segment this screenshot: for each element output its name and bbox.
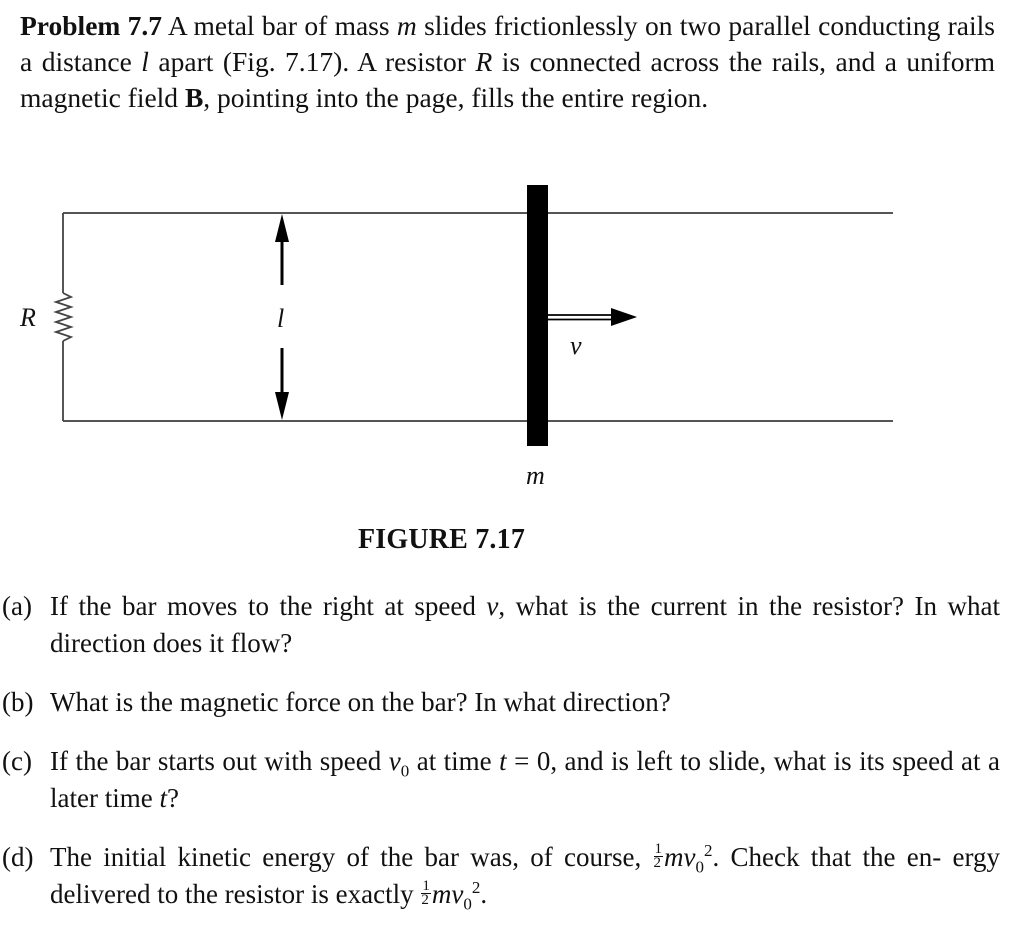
part-tag: (d)	[2, 842, 34, 872]
var-l: l	[141, 46, 149, 77]
label-l: l	[277, 304, 285, 333]
problem-text: , pointing into the page, fills the enti…	[203, 82, 709, 113]
fraction-numerator: 1	[653, 841, 663, 858]
resistor-icon	[53, 213, 74, 421]
velocity-arrow-icon	[548, 308, 637, 326]
subscript-0: 0	[695, 857, 704, 877]
part-a: (a) If the bar moves to the right at spe…	[0, 588, 1000, 662]
var-v: v	[683, 842, 696, 872]
superscript-2: 2	[703, 841, 713, 860]
problem-text: apart (Fig. 7.17). A resistor	[148, 46, 476, 77]
fraction-numerator: 1	[421, 878, 431, 895]
problem-label: Problem 7.7	[20, 10, 163, 41]
var-v: v	[486, 591, 499, 621]
figure-7-17: R l v m	[0, 170, 1024, 510]
label-m: m	[526, 461, 545, 490]
problem-statement: Problem 7.7 A metal bar of mass m slides…	[20, 8, 995, 116]
var-m: m	[396, 10, 417, 41]
circuit-diagram	[53, 185, 893, 446]
part-text: What is the magnetic force on the bar? I…	[50, 687, 671, 717]
label-v: v	[570, 331, 582, 360]
var-R: R	[475, 46, 493, 77]
part-tag: (b)	[2, 687, 34, 717]
var-v: v	[388, 746, 401, 776]
part-text: If the bar starts out with speed	[50, 746, 389, 776]
var-m: m	[664, 842, 684, 872]
part-tag: (a)	[2, 591, 32, 621]
part-c: (c) If the bar starts out with speed v0 …	[0, 743, 1000, 817]
part-text: If the bar moves to the right at speed	[50, 591, 487, 621]
part-b: (b) What is the magnetic force on the ba…	[0, 684, 1000, 721]
label-R: R	[20, 303, 36, 332]
separation-arrow-icon	[275, 214, 289, 420]
var-m: m	[431, 879, 452, 909]
figure-caption: FIGURE 7.17	[357, 524, 526, 555]
problem-text: A metal bar of mass	[162, 10, 397, 41]
part-text: = 0, and is left to slide, what is its s…	[50, 746, 1000, 813]
metal-bar	[527, 185, 548, 446]
subscript-0: 0	[463, 894, 472, 914]
var-B: B	[184, 82, 204, 113]
problem-text: slides frictionlessly on two parallel co…	[20, 10, 995, 77]
subscript-0: 0	[400, 761, 410, 781]
sub-questions: (a) If the bar moves to the right at spe…	[0, 588, 1000, 935]
var-t: t	[159, 783, 167, 813]
part-text: .	[480, 879, 488, 909]
part-tag: (c)	[2, 746, 32, 776]
part-text: . Check that the en- ergy delivered to t…	[50, 842, 1000, 909]
var-v: v	[451, 879, 464, 909]
part-text: at time	[409, 746, 500, 776]
part-text: , what is the current in the resistor? I…	[50, 591, 1000, 658]
problem-text: is connected across the rails, and a uni…	[20, 46, 995, 113]
superscript-2: 2	[471, 878, 481, 897]
part-text: The initial kinetic energy of the bar wa…	[50, 842, 653, 872]
part-d: (d) The initial kinetic energy of the ba…	[0, 839, 1000, 913]
part-text: ?	[166, 783, 179, 813]
var-t: t	[499, 746, 507, 776]
fraction-denominator: 2	[653, 855, 662, 872]
fraction-denominator: 2	[421, 892, 429, 909]
